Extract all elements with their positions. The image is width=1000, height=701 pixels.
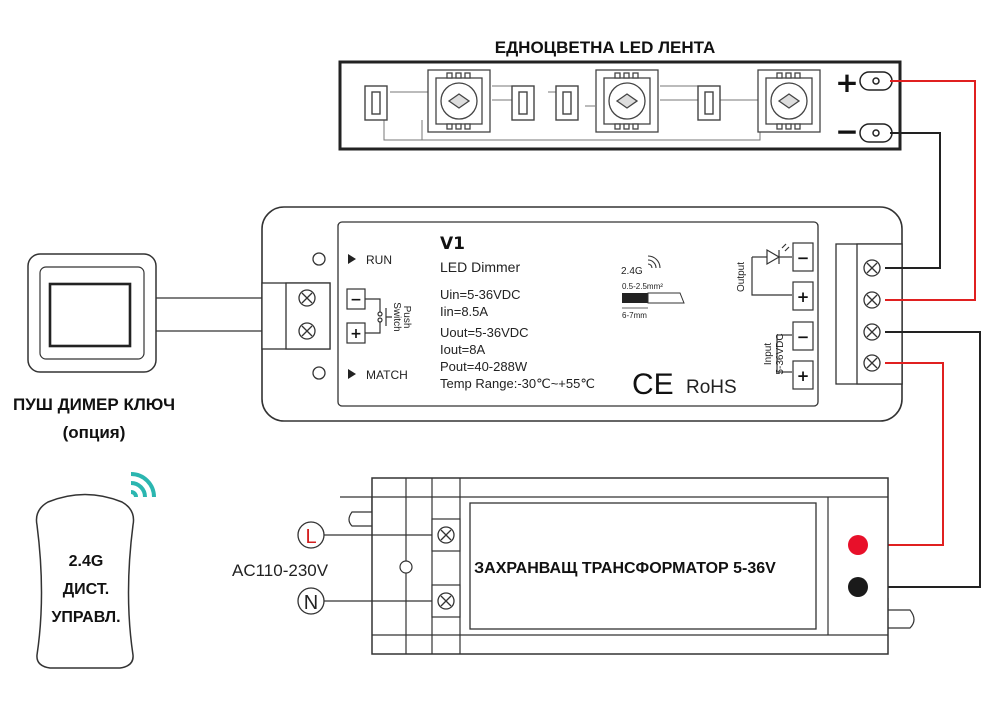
led-chip-2 xyxy=(595,69,659,133)
strip-minus-label: − xyxy=(835,115,858,148)
output-minus-mark: − xyxy=(797,249,810,267)
switch-label-1: ПУШ ДИМЕР КЛЮЧ xyxy=(13,395,175,414)
spec-temp: Temp Range:-30℃~+55℃ xyxy=(440,376,595,391)
power-supply xyxy=(340,477,915,655)
spec-pout: Pout=40-288W xyxy=(440,359,528,374)
output-input-terminal xyxy=(835,243,903,385)
push-switch-plus: + xyxy=(350,326,362,342)
dimmer-controller: RUN MATCH − + Push Switch V1 LED Dimmer … xyxy=(261,206,903,422)
push-switch-minus: − xyxy=(350,292,362,308)
dimmer-wireless-label: 2.4G xyxy=(621,266,643,277)
strip-plus-label: + xyxy=(835,66,858,99)
spec-iin: Iin=8.5A xyxy=(440,304,488,319)
remote-control xyxy=(35,493,135,669)
run-label: RUN xyxy=(366,253,392,267)
ac-input-label: AC110-230V xyxy=(232,561,329,580)
strip-plus-pad xyxy=(859,71,893,91)
wire-strip-icon xyxy=(622,292,685,309)
push-dimmer-switch xyxy=(27,253,157,373)
live-label: L xyxy=(305,526,316,548)
wifi-signal-icon xyxy=(130,472,156,498)
input-plus-mark: + xyxy=(797,367,810,385)
dimmer-name: LED Dimmer xyxy=(440,259,520,275)
match-label: MATCH xyxy=(366,368,408,382)
supply-negative-wire xyxy=(862,331,981,588)
strip-positive-wire xyxy=(885,80,976,301)
supply-positive-wire xyxy=(862,362,944,546)
rohs-mark: RoHS xyxy=(686,377,737,398)
input-schematic xyxy=(776,334,792,373)
push-switch-label-2: Switch xyxy=(391,302,402,331)
supply-negative-terminal xyxy=(848,577,868,597)
neutral-terminal-badge: N xyxy=(297,587,325,615)
led-chip-3 xyxy=(757,69,821,133)
run-arrow-icon xyxy=(348,254,356,264)
remote-label-1: 2.4G xyxy=(69,553,104,570)
strip-minus-pad xyxy=(859,123,893,143)
run-indicator-led xyxy=(312,252,326,266)
push-switch-label-1: Push xyxy=(401,306,412,329)
strip-negative-wire xyxy=(885,132,941,269)
neutral-label: N xyxy=(304,592,318,614)
input-label-1: Input xyxy=(763,343,774,365)
remote-label-3: УПРАВЛ. xyxy=(51,609,120,626)
strip-title: ЕДНОЦВЕТНА LED ЛЕНТА xyxy=(495,38,716,57)
match-arrow-icon xyxy=(348,369,356,379)
strip-length-label: 6-7mm xyxy=(622,311,647,320)
wire-gauge-label: 0.5-2.5mm² xyxy=(622,282,663,291)
push-switch-schematic: − + Push Switch xyxy=(346,288,412,344)
push-switch-terminal xyxy=(261,282,331,350)
ce-mark: CE xyxy=(632,368,674,401)
led-strip: + − xyxy=(338,60,902,151)
match-indicator-led xyxy=(312,366,326,380)
spec-uin: Uin=5-36VDC xyxy=(440,287,521,302)
spec-iout: Iout=8A xyxy=(440,342,486,357)
remote-label-2: ДИСТ. xyxy=(63,581,109,598)
transformer-label: ЗАХРАНВАЩ ТРАНСФОРМАТОР 5-36V xyxy=(474,560,776,577)
input-minus-mark: − xyxy=(797,328,810,346)
output-led-symbol-icon xyxy=(751,243,792,296)
supply-positive-terminal xyxy=(848,535,868,555)
switch-label-2: (опция) xyxy=(63,423,126,442)
spec-uout: Uout=5-36VDC xyxy=(440,325,529,340)
wiring xyxy=(155,80,981,588)
dimmer-wireless-icon xyxy=(647,255,661,269)
output-label: Output xyxy=(736,262,747,292)
dimmer-model: V1 xyxy=(440,234,465,254)
output-plus-mark: + xyxy=(797,288,810,306)
led-chip-1 xyxy=(427,69,491,133)
live-terminal-badge: L xyxy=(297,521,325,549)
input-label-2: 5-36VDC xyxy=(775,333,786,374)
